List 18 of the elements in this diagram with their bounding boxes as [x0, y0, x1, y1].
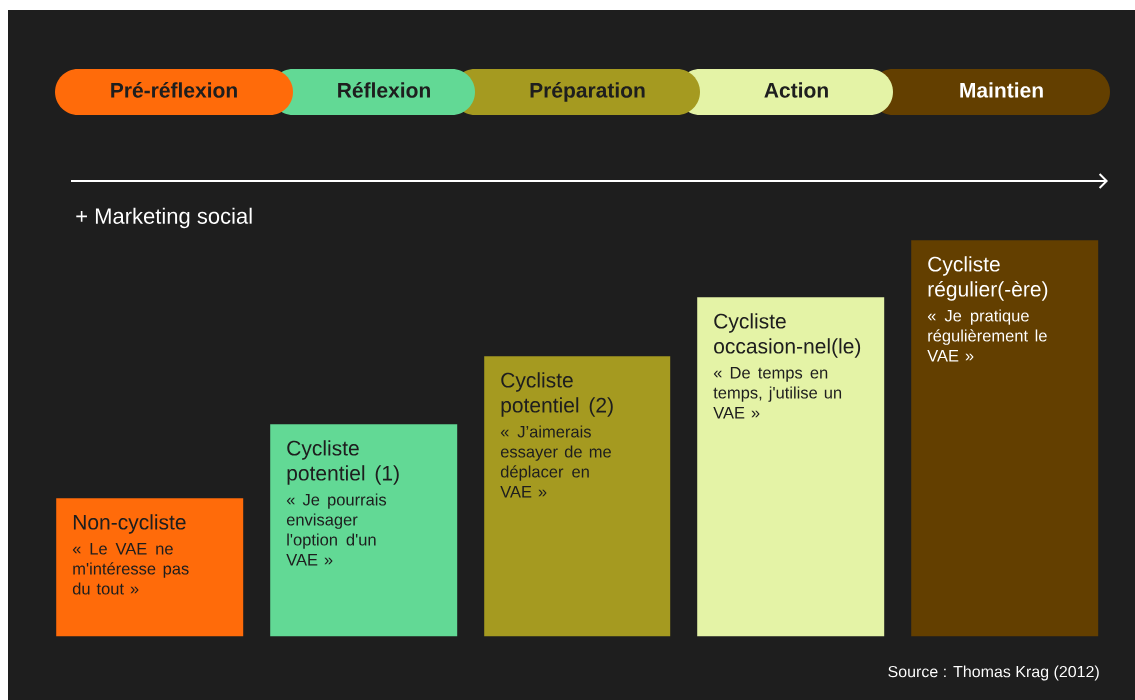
- bar-quote: « J’aimerais essayer de me déplacer en VAE »: [500, 425, 611, 498]
- bar-title: Cycliste potentiel (2): [501, 372, 613, 417]
- source-note: Source : Thomas Krag (2012): [888, 665, 1099, 681]
- bar-title: Cycliste potentiel (1): [287, 440, 399, 485]
- note: + Marketing social: [76, 207, 252, 229]
- bar-quote: « Je pourrais envisager l'option d'un VAE »: [286, 493, 387, 566]
- bar-quote: « De temps en temps, j'utilise un VAE »: [713, 367, 842, 419]
- stage-bar: [484, 356, 671, 637]
- bar-title: Cycliste régulier(-ère): [928, 256, 1048, 301]
- bar-quote: « Le VAE ne m'intéresse pas du tout »: [72, 543, 189, 595]
- stage-bar: [56, 498, 244, 637]
- stage-bar: [697, 297, 885, 637]
- stage-bar: [270, 424, 458, 637]
- stage-pill: Pré-réflexion: [55, 69, 293, 115]
- bar-title: Non-cycliste: [73, 514, 186, 534]
- bar-title: Cycliste occasion-nel(le): [714, 313, 861, 358]
- bar-quote: « Je pratique régulièrement le VAE »: [927, 309, 1047, 362]
- stage-bar: [911, 240, 1099, 637]
